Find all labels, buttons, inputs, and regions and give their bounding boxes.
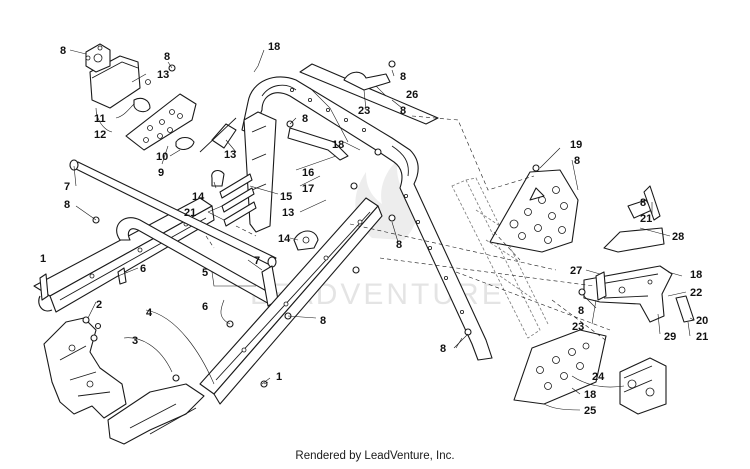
callout-labels: 8 8 13 11 12 10 9 18 8 26 8 23 8 18 16 1…: [40, 41, 708, 417]
callout-10: 10: [156, 151, 168, 163]
callout-8: 8: [574, 155, 580, 167]
callout-8: 8: [164, 51, 170, 63]
callout-21: 21: [696, 331, 708, 343]
cross-tube-upper: [69, 159, 277, 268]
callout-17: 17: [302, 183, 314, 195]
mounting-plate-bottom: [513, 329, 607, 405]
callout-1: 1: [276, 371, 282, 383]
callout-6: 6: [140, 263, 146, 275]
callout-13: 13: [157, 69, 169, 81]
callout-11: 11: [94, 113, 106, 125]
callout-3: 3: [132, 335, 138, 347]
callout-8: 8: [396, 239, 402, 251]
mounting-plate-right: [489, 169, 579, 253]
callout-12: 12: [94, 129, 106, 141]
hardware-fasteners: [39, 60, 661, 388]
callout-18: 18: [268, 41, 280, 53]
electronic-module: [85, 43, 151, 113]
triangle-bracket: [603, 227, 665, 253]
callout-8: 8: [640, 197, 646, 209]
callout-25: 25: [584, 405, 596, 417]
callout-22: 22: [690, 287, 702, 299]
regulator-device: [619, 357, 667, 415]
callout-26: 26: [406, 89, 418, 101]
clamp-lower: [293, 230, 319, 251]
callout-9: 9: [158, 167, 164, 179]
strap-clips: [211, 169, 257, 227]
callout-8: 8: [320, 315, 326, 327]
callout-8: 8: [60, 45, 66, 57]
callout-20: 20: [696, 315, 708, 327]
callout-13: 13: [282, 207, 294, 219]
footer-credit: Rendered by LeadVenture, Inc.: [295, 450, 455, 462]
strap-bracket: [199, 117, 237, 153]
callout-24: 24: [592, 371, 605, 383]
callout-18: 18: [332, 139, 344, 151]
callout-8: 8: [578, 305, 584, 317]
callout-4: 4: [146, 307, 153, 319]
chassis-frame-fragment: [43, 317, 205, 445]
callout-23: 23: [572, 321, 584, 333]
callout-5: 5: [202, 267, 208, 279]
callout-13: 13: [224, 149, 236, 161]
callout-18: 18: [690, 269, 702, 281]
tube-side-bracket: [243, 111, 277, 233]
upper-diagonal-rail: [299, 63, 439, 125]
callout-21: 21: [184, 207, 196, 219]
callout-15: 15: [280, 191, 292, 203]
mounting-plate-top-left: [125, 93, 197, 151]
callout-23: 23: [358, 105, 370, 117]
callout-6: 6: [202, 301, 208, 313]
callout-7: 7: [64, 181, 70, 193]
callout-8: 8: [440, 343, 446, 355]
bracket-assembly-right: [583, 199, 695, 323]
callout-1: 1: [40, 253, 46, 265]
callout-28: 28: [672, 231, 684, 243]
callout-8: 8: [400, 71, 406, 83]
callout-14: 14: [192, 191, 205, 203]
clamp-upper: [287, 71, 391, 161]
callout-29: 29: [664, 331, 676, 343]
callout-19: 19: [570, 139, 582, 151]
callout-16: 16: [302, 167, 314, 179]
callout-8: 8: [302, 113, 308, 125]
callout-2: 2: [96, 299, 102, 311]
callout-27: 27: [570, 265, 582, 277]
leader-lines: [69, 49, 695, 411]
center-long-rail: [199, 197, 383, 405]
callout-8: 8: [400, 105, 406, 117]
callout-18: 18: [584, 389, 596, 401]
callout-8: 8: [64, 199, 70, 211]
callout-21: 21: [640, 213, 652, 225]
callout-7: 7: [254, 255, 260, 267]
callout-14: 14: [278, 233, 291, 245]
